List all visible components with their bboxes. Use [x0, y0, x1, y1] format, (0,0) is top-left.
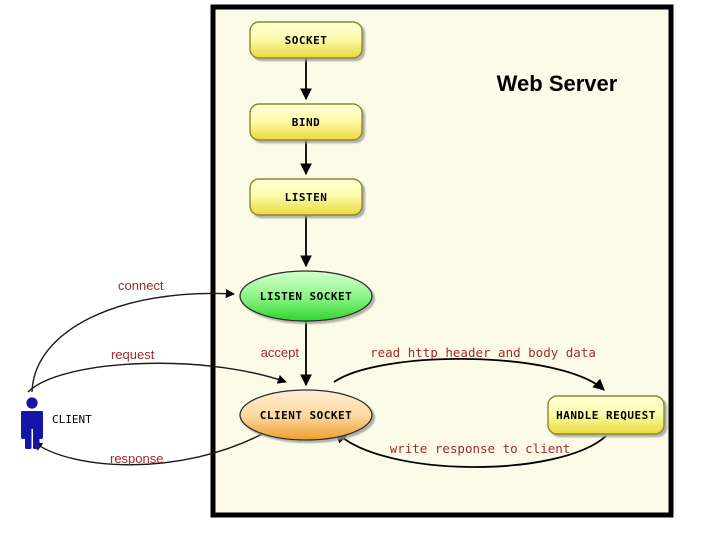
- node-label-socket: SOCKET: [285, 34, 328, 47]
- edge-accept: accept: [261, 321, 312, 387]
- node-label-client-socket: CLIENT SOCKET: [260, 409, 353, 422]
- person-icon: [21, 397, 43, 449]
- edge-label-write-response: write response to client: [390, 441, 571, 456]
- node-label-listen-socket: LISTEN SOCKET: [260, 290, 353, 303]
- page-title: Web Server: [497, 71, 618, 96]
- node-label-listen: LISTEN: [285, 191, 328, 204]
- edge-request: request: [27, 347, 287, 393]
- node-label-handle-request: HANDLE REQUEST: [556, 409, 656, 422]
- actor-label-client: CLIENT: [52, 413, 92, 426]
- edge-label-request: request: [111, 347, 155, 362]
- node-socket[interactable]: SOCKET: [249, 21, 363, 59]
- edge-read-http: read http header and body data: [333, 345, 605, 391]
- node-client-socket[interactable]: CLIENT SOCKET: [239, 389, 373, 441]
- edge-label-read-http: read http header and body data: [370, 345, 596, 360]
- node-listen-socket[interactable]: LISTEN SOCKET: [239, 270, 373, 322]
- node-listen[interactable]: LISTEN: [249, 178, 363, 216]
- edge-label-response: response: [110, 451, 163, 466]
- edge-write-response: write response to client: [335, 431, 607, 468]
- actor-client[interactable]: CLIENT: [21, 397, 92, 449]
- edge-connect: connect: [31, 278, 235, 393]
- edge-label-connect: connect: [118, 278, 164, 293]
- node-label-bind: BIND: [292, 116, 321, 129]
- edge-response: response: [33, 431, 267, 466]
- node-handle-request[interactable]: HANDLE REQUEST: [547, 395, 665, 435]
- node-bind[interactable]: BIND: [249, 103, 363, 141]
- edge-label-accept: accept: [261, 345, 300, 360]
